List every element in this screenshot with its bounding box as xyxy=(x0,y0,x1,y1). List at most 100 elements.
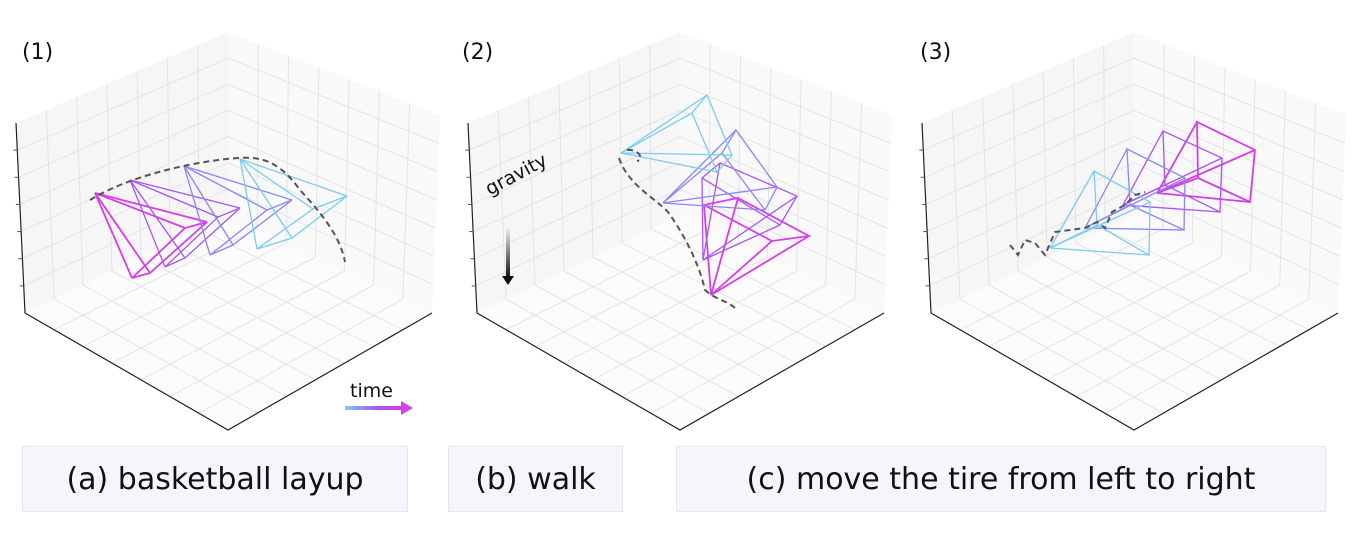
axis-pane xyxy=(931,215,1338,430)
frustum-edge xyxy=(620,94,708,154)
panel-3-cameras xyxy=(1009,120,1256,257)
gridline xyxy=(650,298,856,414)
gridline xyxy=(1012,83,1019,272)
frustum-edge xyxy=(94,192,186,229)
gridline xyxy=(82,242,287,347)
axes-box-1 xyxy=(13,32,440,431)
gridline xyxy=(650,228,856,331)
frustum-edge xyxy=(662,186,778,204)
frustum-base xyxy=(209,199,293,256)
frustum-edge xyxy=(94,192,208,223)
panel-label-3: (3) xyxy=(920,40,952,65)
caption-a: (a) basketball layup xyxy=(22,446,408,512)
gridline xyxy=(621,284,826,398)
axis-line xyxy=(921,122,1339,431)
gridline xyxy=(82,284,287,398)
gridline xyxy=(558,83,565,272)
gridline xyxy=(197,44,200,230)
camera-frustum xyxy=(662,128,778,212)
gridline xyxy=(198,298,404,414)
gridline xyxy=(198,228,404,331)
frustum-edge xyxy=(1156,121,1198,194)
gridline xyxy=(1133,109,1343,201)
axis-pane xyxy=(16,32,228,313)
camera-frustum xyxy=(183,165,293,256)
gridline xyxy=(227,136,436,229)
frustum-edge xyxy=(129,179,219,218)
axes-box-2 xyxy=(465,32,892,431)
gridline xyxy=(285,55,290,244)
panel-label-2: (2) xyxy=(462,40,494,65)
axis-pane xyxy=(228,32,440,313)
frustum-base xyxy=(164,207,241,268)
frustum-edge xyxy=(94,192,133,279)
gridline xyxy=(679,188,886,286)
gridline xyxy=(592,270,797,381)
gridline xyxy=(18,83,229,178)
frustum-base xyxy=(1126,147,1186,232)
frustum-edge xyxy=(183,165,293,201)
camera-frustum xyxy=(129,179,241,268)
frustum-edge xyxy=(129,179,241,209)
gridline xyxy=(988,242,1193,347)
frustum-edge xyxy=(183,165,211,256)
gridline xyxy=(1042,70,1048,258)
frustum-base xyxy=(1162,129,1223,214)
frustum-base xyxy=(256,195,348,250)
gridline xyxy=(528,96,536,286)
camera-frustum xyxy=(1122,129,1223,214)
gridline xyxy=(534,242,739,347)
gridline xyxy=(505,228,710,331)
frustum-edge xyxy=(1049,201,1151,249)
gridline xyxy=(679,57,892,144)
axis-pane xyxy=(922,32,1134,313)
frustum-edge xyxy=(702,224,781,261)
frustum-edge xyxy=(702,162,721,261)
frustum-edge xyxy=(662,202,766,211)
gridline xyxy=(20,136,229,233)
frustum-edge xyxy=(129,179,166,268)
gridline xyxy=(1191,55,1196,244)
gridline xyxy=(534,284,739,398)
frustum-edge xyxy=(239,158,293,239)
frustum-edge xyxy=(710,240,773,296)
frustum-edge xyxy=(620,112,693,154)
gridline xyxy=(497,109,507,300)
gridline xyxy=(1133,136,1342,229)
gridline xyxy=(19,109,229,205)
gridline xyxy=(227,57,440,144)
frustum-edge xyxy=(94,192,151,274)
panel-2-cameras xyxy=(618,93,812,309)
gridline xyxy=(1017,256,1222,364)
axis-pane xyxy=(1134,32,1346,313)
frustum-edge xyxy=(1156,149,1256,194)
frustum-edge xyxy=(701,177,704,261)
gridline xyxy=(679,162,887,257)
frustum-edge xyxy=(620,152,718,173)
axis-pane xyxy=(680,32,892,313)
gridline xyxy=(1046,256,1251,364)
trajectory-dashed-line xyxy=(1009,191,1146,257)
gridline xyxy=(45,109,55,300)
gridline xyxy=(951,109,961,300)
frustum-edge xyxy=(1084,148,1128,229)
gridline xyxy=(1279,91,1286,286)
caption-c: (c) move the tire from left to right xyxy=(676,446,1326,512)
frustum-edge xyxy=(702,195,798,261)
gridline xyxy=(53,298,258,414)
gridline xyxy=(766,67,772,258)
frustum-edge xyxy=(239,158,348,197)
gridline xyxy=(111,270,316,381)
gridline xyxy=(111,256,316,364)
gridline xyxy=(1075,284,1280,398)
frustum-base xyxy=(721,128,778,212)
axis-pane xyxy=(477,215,884,430)
gridline xyxy=(1133,57,1346,144)
gridline xyxy=(471,109,681,205)
frustum-base xyxy=(1196,120,1256,204)
gridline xyxy=(592,256,797,364)
gridline xyxy=(1308,103,1317,300)
gridline xyxy=(136,70,142,258)
frustum-edge xyxy=(710,197,739,296)
